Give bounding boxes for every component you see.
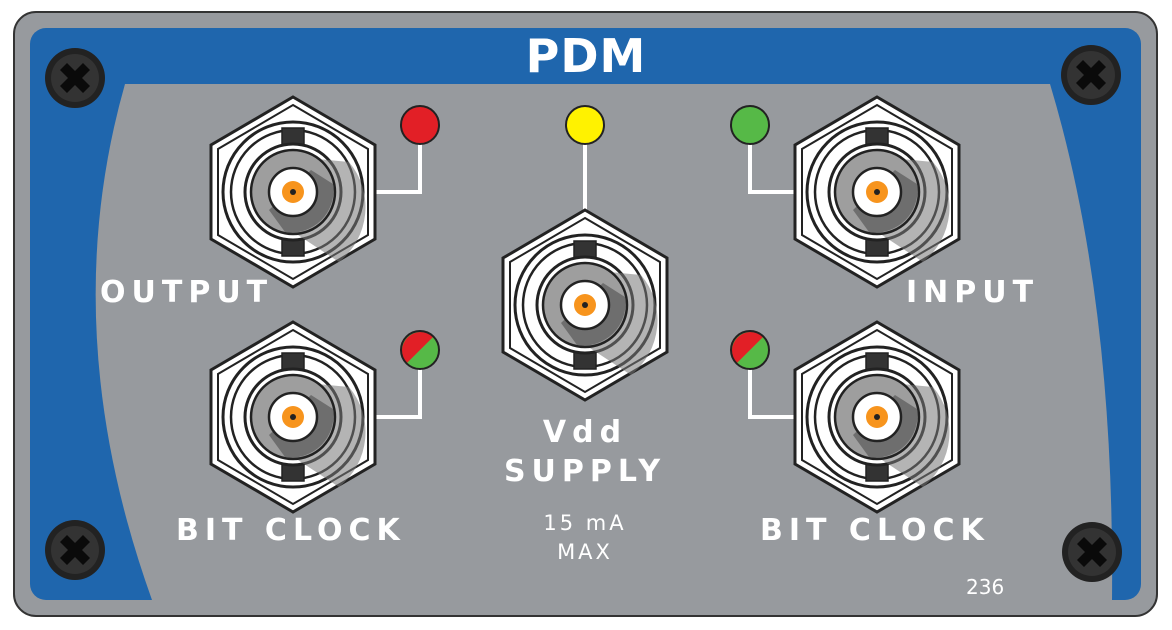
bit-clock-left-led-icon	[400, 330, 440, 370]
input-led-icon	[730, 105, 770, 145]
supply-label: SUPPLY	[503, 454, 667, 489]
vdd-label: Vdd	[542, 415, 628, 450]
screw-bottom-right-icon	[1062, 522, 1122, 582]
bit-clock-left-label: BIT CLOCK	[176, 513, 406, 548]
input-label: INPUT	[906, 275, 1040, 310]
current-max-label: MAX	[557, 540, 613, 564]
output-led-icon	[400, 105, 440, 145]
panel-title: PDM	[525, 29, 647, 83]
serial-number: 236	[966, 575, 1005, 599]
output-label: OUTPUT	[100, 275, 274, 310]
bit-clock-right-led-icon	[730, 330, 770, 370]
current-rating-label: 15 mA	[543, 511, 627, 535]
screw-bottom-left-icon	[45, 520, 105, 580]
bit-clock-right-label: BIT CLOCK	[760, 513, 990, 548]
vdd-led-icon	[565, 105, 605, 145]
